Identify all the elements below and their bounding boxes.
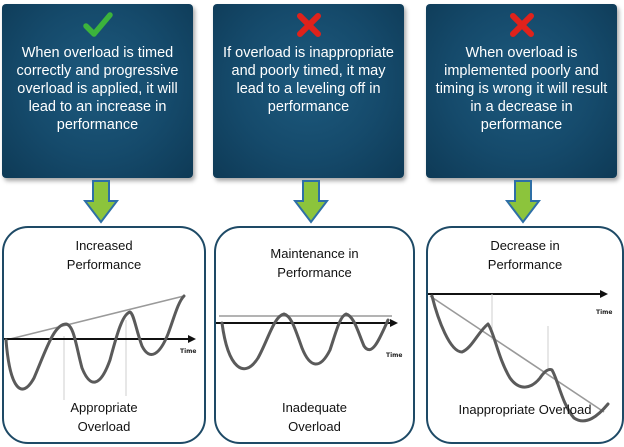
axis-arrowhead — [600, 290, 608, 298]
card-title: Increased Performance — [66, 238, 142, 272]
checkmark-icon — [82, 12, 113, 37]
performance-curve — [4, 294, 186, 391]
card-decrease-performance: Time Decrease in Performance Inappropria… — [426, 226, 624, 444]
down-arrow-icon — [293, 180, 329, 224]
performance-curve — [220, 312, 390, 371]
card-increased-performance: Time Increased Performance Appropriate O… — [2, 226, 206, 444]
x-mark-icon — [296, 13, 321, 37]
supercompensation-graph: Time — [4, 294, 196, 400]
trend-line — [429, 295, 605, 413]
axis-arrowhead — [188, 335, 196, 343]
panel-text: When overload is timed correctly and pro… — [16, 45, 179, 133]
card-caption: Appropriate Overload — [70, 400, 138, 434]
supercompensation-graph: Time — [216, 312, 402, 371]
panel-appropriate: When overload is timed correctly and pro… — [2, 4, 193, 178]
card-title: Decrease in Performance — [487, 238, 563, 272]
x-mark-icon — [509, 13, 534, 37]
card-caption: Inadequate Overload — [281, 400, 348, 434]
trend-line — [5, 295, 185, 341]
down-arrow-icon — [83, 180, 119, 224]
time-axis-label: Time — [180, 348, 196, 355]
supercompensation-graph: Time — [428, 290, 612, 423]
panel-text: When overload is implemented poorly and … — [435, 45, 608, 133]
axis-arrowhead — [390, 319, 398, 327]
performance-curve — [430, 294, 610, 423]
card-title: Maintenance in Performance — [270, 246, 359, 280]
time-axis-label: Time — [386, 352, 402, 359]
card-caption: Inappropriate Overload — [458, 402, 592, 417]
panel-inadequate: If overload is inappropriate and poorly … — [213, 4, 404, 178]
card-maintenance-performance: Time Maintenance in Performance Inadequa… — [214, 226, 415, 444]
down-arrow-icon — [505, 180, 541, 224]
panel-text: If overload is inappropriate and poorly … — [223, 45, 394, 115]
panel-inappropriate: When overload is implemented poorly and … — [426, 4, 617, 178]
time-axis-label: Time — [596, 309, 612, 316]
